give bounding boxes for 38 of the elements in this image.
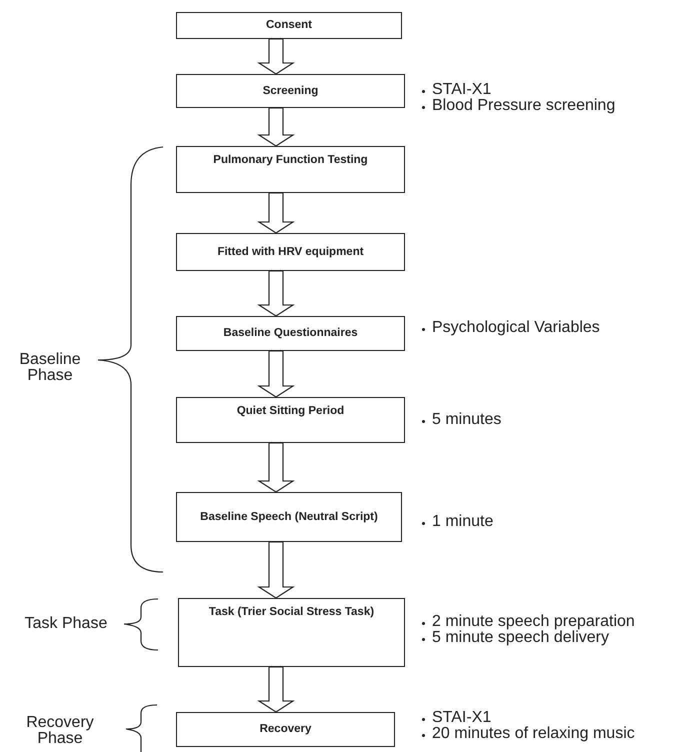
step-label: Task (Trier Social Stress Task) <box>208 605 376 620</box>
process-box <box>176 146 405 193</box>
step-label: Pulmonary Function Testing <box>212 153 369 168</box>
process-box <box>176 712 395 747</box>
step-label: Screening <box>262 84 320 99</box>
step-label: Fitted with HRV equipment <box>216 244 365 260</box>
process-box <box>176 492 402 542</box>
bullet-note: 20 minutes of relaxing music <box>420 726 635 742</box>
bullet-note: 5 minute speech delivery <box>420 630 635 646</box>
process-box <box>178 598 405 667</box>
process-box <box>176 12 402 39</box>
block-arrow <box>257 666 295 713</box>
bullet-note: STAI-X1 <box>420 82 616 98</box>
block-arrow <box>257 192 295 234</box>
process-box <box>176 74 405 108</box>
block-arrow <box>257 350 295 398</box>
process-box <box>176 233 405 271</box>
step-label: Quiet Sitting Period <box>236 404 346 419</box>
process-box <box>176 316 405 351</box>
step-label: Baseline Speech (Neutral Script) <box>199 510 379 525</box>
block-arrow <box>257 270 295 317</box>
bullet-note: 5 minutes <box>420 412 502 428</box>
bullet-note: Psychological Variables <box>420 320 600 336</box>
block-arrow <box>257 442 295 493</box>
bullet-note: STAI-X1 <box>420 710 635 726</box>
block-arrow <box>257 541 295 599</box>
block-arrow <box>257 107 295 147</box>
phase-label: Task Phase <box>24 616 108 632</box>
bullet-note: 2 minute speech preparation <box>420 614 635 630</box>
phase-label: Recovery Phase <box>25 715 95 747</box>
step-label: Baseline Questionnaires <box>222 326 359 342</box>
bullet-note: Blood Pressure screening <box>420 98 616 114</box>
step-label: Recovery <box>258 722 312 738</box>
block-arrow <box>257 38 295 75</box>
bullet-note: 1 minute <box>420 514 494 530</box>
step-label: Consent <box>265 18 313 34</box>
process-box <box>176 397 405 443</box>
phase-label: Baseline Phase <box>18 352 82 384</box>
